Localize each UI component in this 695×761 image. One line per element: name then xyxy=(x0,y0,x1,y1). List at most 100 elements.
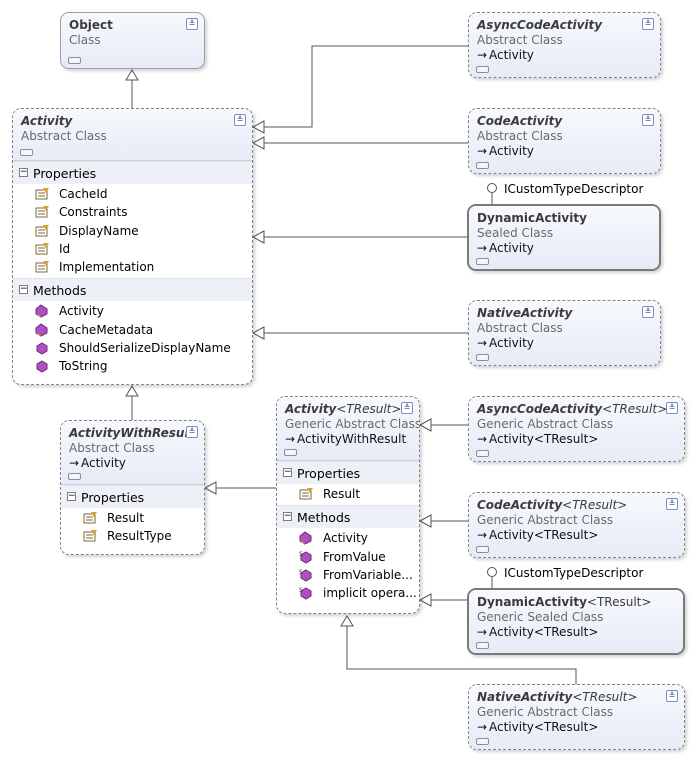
class-stereotype: Generic Abstract Class xyxy=(477,417,614,431)
property-item[interactable]: CacheId xyxy=(13,185,252,203)
method-item[interactable]: Activity xyxy=(13,302,252,320)
property-item[interactable]: ResultType xyxy=(61,527,204,545)
property-item[interactable]: Implementation xyxy=(13,258,252,276)
collapse-handle-icon[interactable] xyxy=(476,546,489,553)
property-icon xyxy=(83,512,97,524)
class-title: NativeActivity xyxy=(477,306,573,320)
static-method-icon: S xyxy=(299,587,312,600)
collapse-minus-icon[interactable]: − xyxy=(19,167,28,177)
inherits-arrow-icon: → xyxy=(477,144,488,158)
property-icon xyxy=(35,206,49,218)
class-name: Activity xyxy=(285,402,337,416)
inherits-arrow-icon: → xyxy=(285,432,296,446)
base-type: →Activity xyxy=(477,241,637,256)
properties-section-header[interactable]: −Properties xyxy=(13,161,252,184)
inherits-arrow-icon: → xyxy=(477,48,488,62)
property-item[interactable]: Constraints xyxy=(13,203,252,221)
class-name: DynamicActivity xyxy=(477,595,587,609)
base-type-label: Activity<TResult> xyxy=(489,625,599,639)
methods-section-header[interactable]: −Methods xyxy=(13,278,252,302)
class-title: CodeActivity<TResult> xyxy=(477,497,662,513)
method-item[interactable]: Activity xyxy=(277,529,419,547)
generic-parameter: <TResult> xyxy=(586,595,652,609)
base-type: →Activity xyxy=(477,48,638,63)
base-type: →Activity<TResult> xyxy=(477,432,662,447)
base-type: →ActivityWithResult xyxy=(285,432,406,447)
collapse-handle-icon[interactable] xyxy=(476,738,489,745)
property-item[interactable]: DisplayName xyxy=(13,222,252,240)
properties-section-header[interactable]: −Properties xyxy=(61,485,204,508)
class-activity-tresult[interactable]: Activity<TResult> Generic Abstract Class… xyxy=(276,396,420,614)
method-item[interactable]: CacheMetadata xyxy=(13,321,252,339)
expand-chevron-icon[interactable]: ≚ xyxy=(642,114,654,126)
method-item[interactable]: ToString xyxy=(13,357,252,375)
class-asynccodeactivity[interactable]: AsyncCodeActivity Abstract Class →Activi… xyxy=(468,12,661,78)
base-type: →Activity xyxy=(477,336,638,351)
method-name: CacheMetadata xyxy=(59,322,154,337)
property-item[interactable]: Result xyxy=(61,509,204,527)
class-stereotype: Generic Abstract Class xyxy=(477,513,614,527)
property-icon xyxy=(35,261,49,273)
class-activity[interactable]: Activity Abstract Class ≙ −Properties Ca… xyxy=(12,108,253,385)
collapse-minus-icon[interactable]: − xyxy=(19,284,28,295)
property-name: Implementation xyxy=(59,260,155,275)
property-icon xyxy=(299,488,313,500)
collapse-handle-icon[interactable] xyxy=(476,642,489,649)
expand-chevron-icon[interactable]: ≚ xyxy=(186,18,198,30)
base-type: →Activity xyxy=(477,144,638,159)
properties-section-header[interactable]: −Properties xyxy=(277,461,419,484)
generic-parameter: <TResult> xyxy=(572,690,638,704)
collapse-chevron-icon[interactable]: ≙ xyxy=(234,114,246,126)
property-item[interactable]: Result xyxy=(277,485,419,503)
collapse-handle-icon[interactable] xyxy=(68,57,81,64)
collapse-handle-icon[interactable] xyxy=(284,449,297,456)
class-nativeactivity-tresult[interactable]: NativeActivity<TResult> Generic Abstract… xyxy=(468,684,685,750)
class-name: AsyncCodeActivity xyxy=(477,402,603,416)
expand-chevron-icon[interactable]: ≚ xyxy=(642,306,654,318)
class-codeactivity-tresult[interactable]: CodeActivity<TResult> Generic Abstract C… xyxy=(468,492,685,558)
svg-text:S: S xyxy=(299,587,303,594)
collapse-handle-icon[interactable] xyxy=(476,354,489,361)
property-icon xyxy=(35,242,49,255)
class-title: AsyncCodeActivity<TResult> xyxy=(477,401,667,417)
expand-chevron-icon[interactable]: ≚ xyxy=(666,690,678,702)
protected-method-icon xyxy=(299,531,312,545)
class-dynamicactivity[interactable]: DynamicActivity Sealed Class →Activity xyxy=(467,204,661,271)
collapse-handle-icon[interactable] xyxy=(476,258,489,265)
collapse-minus-icon[interactable]: − xyxy=(283,467,292,477)
interface-label: ICustomTypeDescriptor xyxy=(504,182,644,196)
class-codeactivity[interactable]: CodeActivity Abstract Class →Activity ≚ xyxy=(468,108,661,174)
inherits-arrow-icon: → xyxy=(477,625,488,639)
collapse-chevron-icon[interactable]: ≙ xyxy=(401,402,413,414)
collapse-minus-icon[interactable]: − xyxy=(283,511,292,522)
collapse-handle-icon[interactable] xyxy=(20,149,33,156)
class-nativeactivity[interactable]: NativeActivity Abstract Class →Activity … xyxy=(468,300,661,366)
collapse-handle-icon[interactable] xyxy=(476,450,489,457)
expand-chevron-icon[interactable]: ≚ xyxy=(666,402,678,414)
class-asynccodeactivity-tresult[interactable]: AsyncCodeActivity<TResult> Generic Abstr… xyxy=(468,396,685,462)
class-activitywithresult[interactable]: ActivityWithResult Abstract Class →Activ… xyxy=(60,420,205,555)
class-stereotype: Class xyxy=(69,33,101,47)
class-title: AsyncCodeActivity xyxy=(477,18,603,32)
collapse-handle-icon[interactable] xyxy=(476,162,489,169)
expand-chevron-icon[interactable]: ≚ xyxy=(666,498,678,510)
class-dynamicactivity-tresult[interactable]: DynamicActivity<TResult> Generic Sealed … xyxy=(467,588,685,655)
property-icon xyxy=(35,188,49,200)
collapse-minus-icon[interactable]: − xyxy=(67,491,76,501)
collapse-handle-icon[interactable] xyxy=(68,473,81,480)
collapse-handle-icon[interactable] xyxy=(476,66,489,73)
class-object[interactable]: Object Class ≚ xyxy=(60,12,205,69)
class-name: NativeActivity xyxy=(477,690,573,704)
expand-chevron-icon[interactable]: ≚ xyxy=(642,18,654,30)
collapse-chevron-icon[interactable]: ≙ xyxy=(186,426,198,438)
method-name: FromVariable... xyxy=(323,567,413,582)
class-stereotype: Abstract Class xyxy=(477,321,563,335)
property-item[interactable]: Id xyxy=(13,240,252,258)
base-type: →Activity xyxy=(69,456,182,471)
methods-section-header[interactable]: −Methods xyxy=(277,505,419,529)
class-title: DynamicActivity<TResult> xyxy=(477,594,661,610)
method-item[interactable]: ShouldSerializeDisplayName xyxy=(13,339,252,357)
